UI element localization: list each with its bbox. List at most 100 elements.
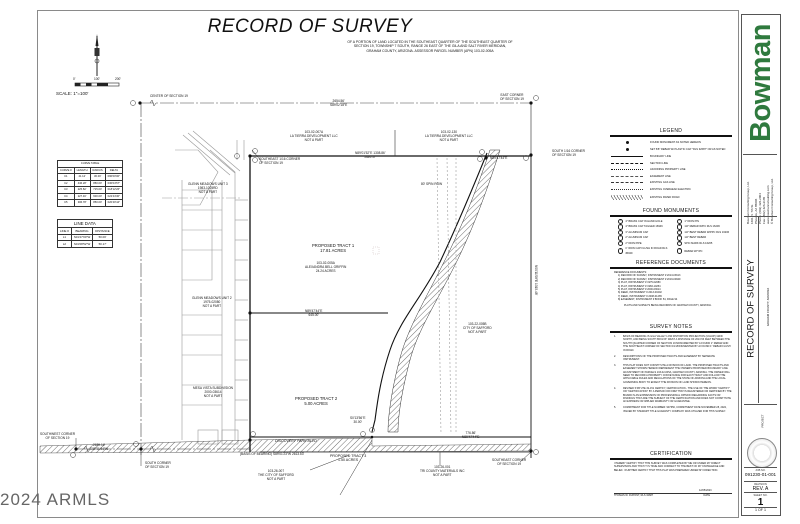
legend-item: EXISTING GAS LINE [610, 180, 732, 187]
scale-label: SCALE: 1"=100' [56, 91, 89, 96]
line-data-title: LINE DATA [57, 219, 113, 228]
project-box: PROJECT [744, 404, 777, 439]
reference-item: 3) PLAT, INSTRUMENT # 1975-02080 [618, 281, 661, 285]
company-address: Bowman Consulting Group, Ltd. 1601 N. 7t… [743, 154, 777, 224]
subtitle-line: GRAHAM COUNTY, ARIZONA. ASSESSOR PARCEL … [366, 48, 494, 53]
sheet-no-cell: SHEET NO. 1 [744, 492, 777, 508]
cell: L2 [57, 240, 72, 248]
north-line-bearing: N89'01'52"E 1308.86'1320.17' [355, 151, 386, 159]
legend-item: SET 5/8" REBAR W/ PLASTIC CAP "RLS 32687… [610, 146, 732, 154]
certification-text: I HEREBY CERTIFY THAT THIS SURVEY WAS CO… [614, 462, 725, 472]
east-line-bearing: N00'11'08"E 1315.48' [534, 265, 538, 296]
legend-item: EXISTING OVERHEAD ELECTRIC [610, 186, 732, 193]
scale-tick-0: 0' [73, 77, 76, 81]
survey-note: 4.REVISED STATUTE 32-151 CERTIFY, CERTIF… [614, 386, 732, 404]
boundary-line [249, 152, 532, 458]
top-bearing: 2654.56'S89'02'18"E [330, 99, 348, 107]
adjoining-line-icon [611, 169, 643, 171]
company-logo: Bowman [741, 14, 779, 154]
legend-item: EXISTING PAVED ROAD [610, 193, 732, 202]
sheet-number: 1 [757, 497, 764, 508]
cell: C5 [57, 199, 75, 207]
subtitle-line: OF A PORTION OF LAND LOCATED IN THE SOUT… [347, 40, 513, 44]
cell: 850.00' [89, 199, 106, 207]
subdivision-lots [162, 130, 248, 445]
cell: 020'40'44" [104, 199, 124, 207]
reference-item: 4) PLAT, INSTRUMENT # 1983-10254 [618, 284, 661, 288]
subtitle-line: SECTION 19, TOWNSHIP 7 SOUTH, RANGE 26 E… [353, 44, 507, 49]
revision-cell: REVISION REV. A [744, 481, 777, 492]
overhead-electric-icon [611, 188, 643, 190]
revision-value: REV. A [752, 486, 769, 492]
company-name: Bowman [745, 24, 777, 142]
north-arrow-icon [94, 34, 100, 76]
legend-item: FOUND MONUMENT AS NOTED HEREON [610, 139, 732, 146]
basis-of-bearing: (BASIS OF BEARING) S89'01'23"W 2613.53' [240, 452, 305, 456]
watermark: 2024 ARMLS [0, 490, 111, 509]
title-block [741, 14, 781, 516]
cell: 306.78' [73, 199, 91, 207]
found-monuments-heading: FOUND MONUMENTS [642, 208, 700, 214]
center-section-label: CENTER OF SECTION 19 [150, 94, 188, 98]
cell: 50.17' [92, 240, 113, 248]
set-rebar-icon [625, 148, 629, 151]
survey-note: 5.COMMITMENT FOR TITLE NUMBER: 907650, C… [614, 406, 727, 413]
survey-sheet [37, 10, 739, 518]
survey-notes-heading: SURVEY NOTES [649, 324, 693, 330]
county-vertical: GRAHAM COUNTY, ARIZONA [759, 216, 777, 403]
found-monument-icon [625, 140, 629, 144]
survey-note: 3.THIS PLAT DOES NOT CONSTITUTE A DIVISI… [614, 363, 730, 384]
reference-item: 1) RECORD OF SURVEY, INSTRUMENT # 2013-0… [618, 274, 681, 278]
boundary-line-icon [611, 156, 643, 158]
section-line-icon [611, 162, 643, 164]
legend-item: ADJOINING PROPERTY LINE [610, 167, 732, 174]
job-number: 091230-01-001 [744, 472, 777, 477]
reference-intro: REFERENCE DOCUMENTS: [614, 271, 647, 274]
row-label: 80' SPIN ROW [421, 182, 443, 186]
certification-heading: CERTIFICATION [650, 451, 692, 457]
scale-tick-200: 200' [115, 77, 121, 81]
bottom-left-bearing: 2639.14'S89'01'44"W [90, 443, 109, 451]
certification-panel: CERTIFICATION I HEREBY CERTIFY THAT THIS… [610, 451, 732, 497]
surveyor-seal-icon [747, 438, 777, 468]
legend-panel: LEGEND FOUND MONUMENT AS NOTED HEREON SE… [610, 128, 732, 202]
discovery-park-blvd [39, 437, 532, 454]
curve-table: CURVE TABLE CURVE # LENGTH RADIUS DELTA … [56, 160, 124, 207]
reference-item: 2) RECORD OF SURVEY, INSTRUMENT # 2019-0… [618, 277, 681, 281]
survey-note: 2.DESCRIPTIONS OF THE PROPOSED TRACTS AN… [614, 354, 715, 361]
sheet-of-cell: 1 OF 1 [744, 507, 777, 515]
reference-item: 5) PLAT, INSTRUMENT # 2000-03614 [618, 288, 661, 292]
reference-item: 7) DEED, INSTRUMENT # 2008-01465 [618, 294, 662, 298]
signer-name: THOMAS W. DUPONT, RLS 32687 [614, 494, 654, 497]
